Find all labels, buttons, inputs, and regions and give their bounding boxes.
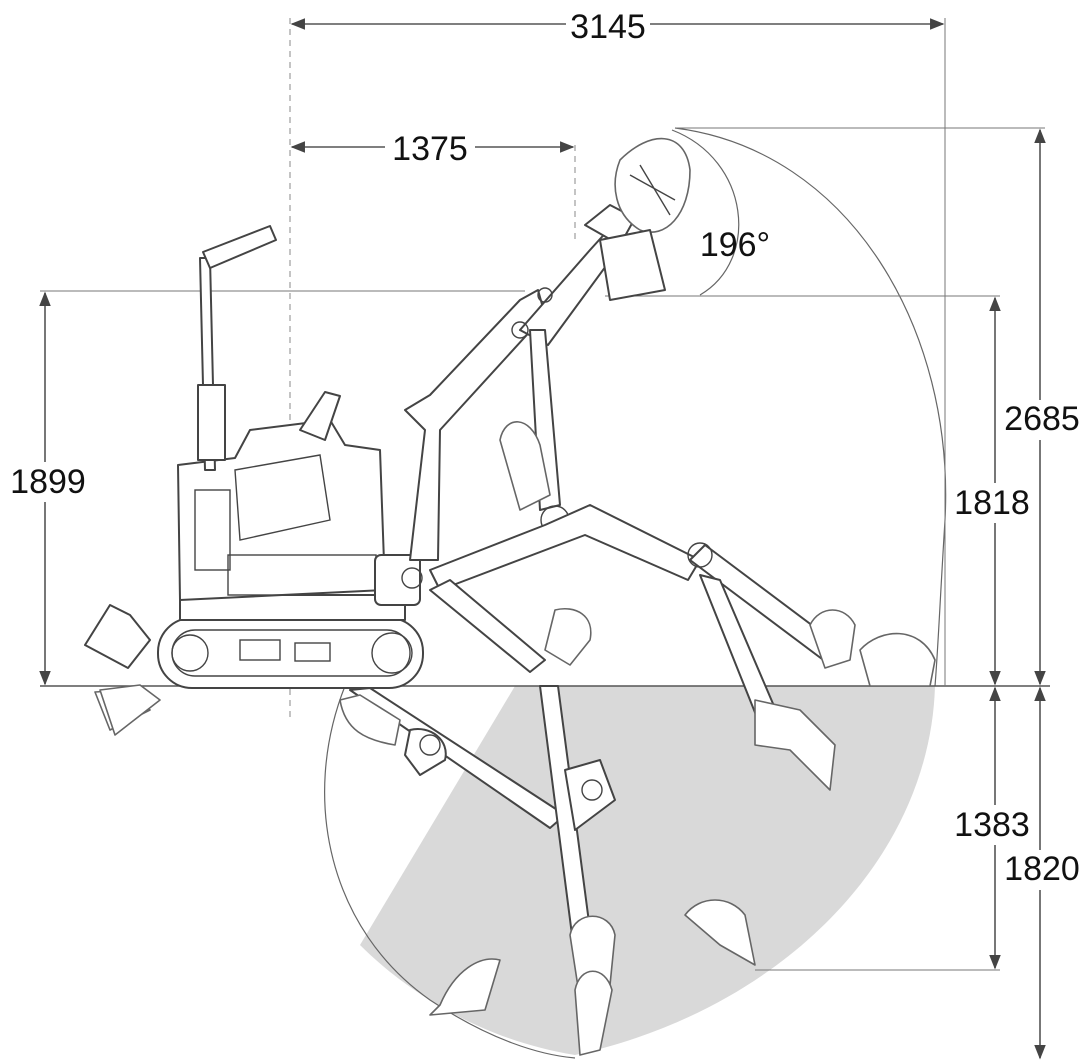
arm-position-reach [429,504,936,687]
bucket-rotation-arc [671,129,740,296]
arm-position-forward-down [429,574,836,791]
dozer-blade [84,604,151,669]
label-vertical-dig-depth: 1383 [954,806,1030,844]
excavator-machine [84,225,424,731]
working-envelope-arc [674,127,947,687]
lower-envelope-arc [324,685,576,1059]
label-max-height: 2685 [1004,400,1080,438]
label-machine-height: 1899 [10,463,86,501]
label-max-reach: 3145 [570,8,646,46]
arm-position-below-ground-left [339,687,566,829]
arm-position-vertical-dig [539,685,616,1056]
crawler-track [157,617,424,689]
label-max-dig-depth: 1820 [1004,850,1080,888]
label-dump-height: 1818 [954,484,1030,522]
label-boom-offset: 1375 [392,130,468,168]
label-bucket-rotation: 196° [700,226,770,264]
arm-position-max-height [404,137,691,561]
arm-position-mid [499,329,570,535]
bucket-lower-left [99,684,161,736]
bucket-dig-position-a [429,958,501,1016]
bucket-dig-position-b [684,899,756,966]
